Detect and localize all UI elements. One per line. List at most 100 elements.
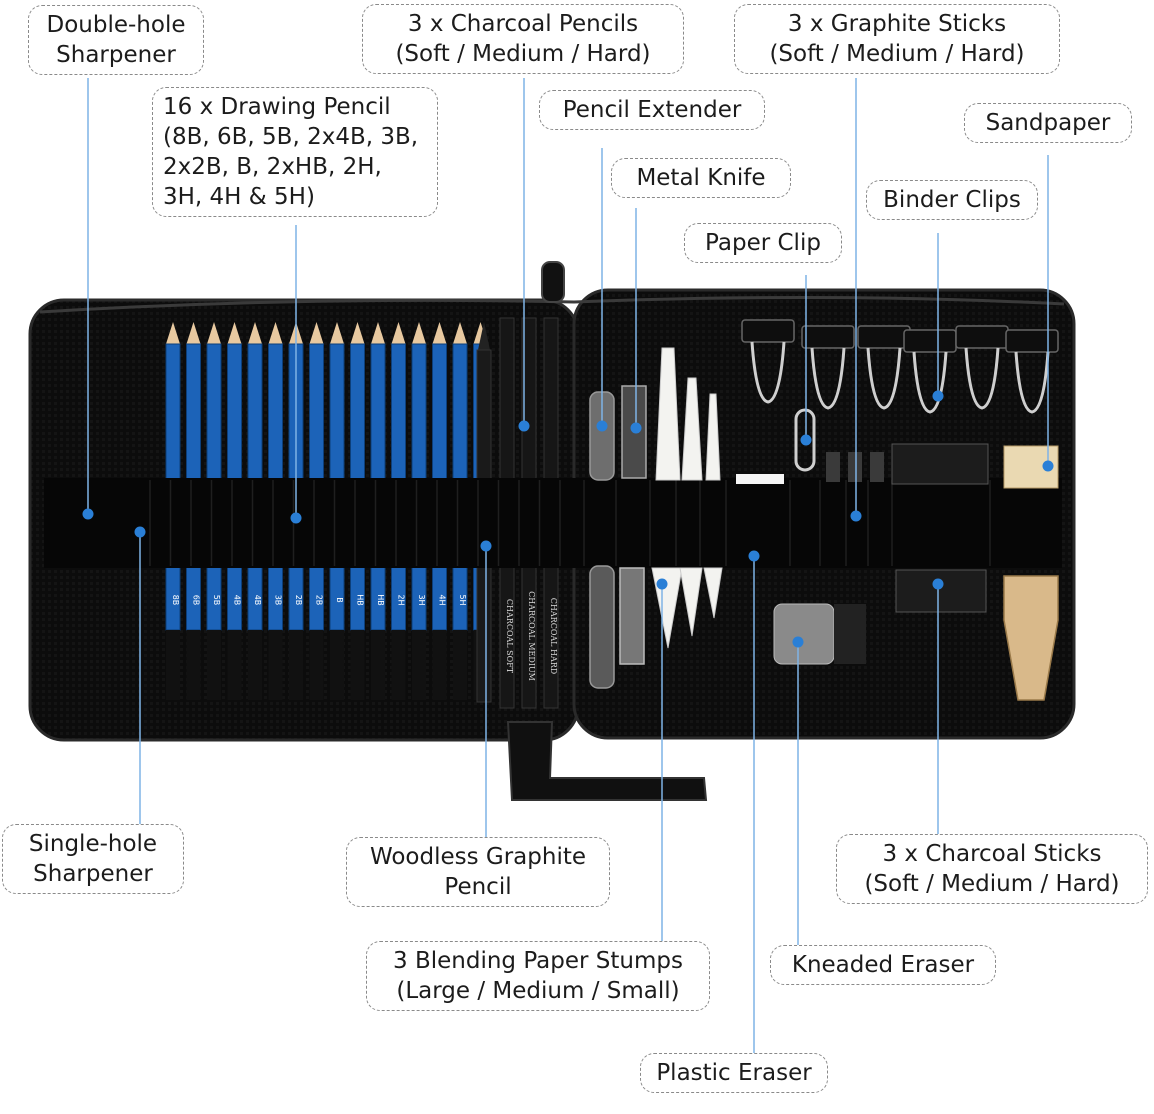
label-line: 3 x Charcoal Pencils bbox=[407, 11, 639, 37]
woodless-pencil-tip bbox=[478, 322, 490, 350]
pencil-tip bbox=[309, 322, 324, 344]
stump-large bbox=[655, 347, 681, 481]
pencil-grade-label: 2B bbox=[294, 595, 303, 606]
label-kneaded-eraser: Kneaded Eraser bbox=[770, 945, 996, 985]
pencil-end bbox=[412, 630, 426, 700]
pencil-end bbox=[371, 630, 385, 700]
label-line: (Soft / Medium / Hard) bbox=[769, 41, 1025, 67]
graphite-stick-soft bbox=[826, 452, 840, 482]
pencil-end bbox=[289, 630, 303, 700]
label-line: Pencil Extender bbox=[562, 97, 742, 123]
pencil-extender bbox=[589, 391, 615, 689]
label-line: 16 x Drawing Pencil bbox=[163, 94, 391, 120]
stump-small bbox=[705, 393, 721, 481]
binder-clip-wire bbox=[964, 347, 1000, 410]
kneaded-eraser-body bbox=[773, 603, 835, 665]
marker-dot bbox=[932, 390, 944, 402]
binder-clip-wire bbox=[912, 351, 948, 414]
label-graphite-sticks: 3 x Graphite Sticks (Soft / Medium / Har… bbox=[734, 4, 1060, 74]
paper-clip bbox=[794, 408, 816, 472]
pencil-body-top bbox=[432, 343, 447, 481]
label-line: Metal Knife bbox=[636, 165, 766, 191]
label-line: Kneaded Eraser bbox=[791, 952, 975, 978]
label-line: Plastic Eraser bbox=[656, 1060, 812, 1086]
pencil-grade-label: 4H bbox=[438, 594, 447, 605]
case-handle bbox=[506, 721, 708, 801]
label-binder-clips: Binder Clips bbox=[866, 180, 1038, 220]
kneaded-eraser-case bbox=[834, 604, 866, 664]
label-line: (8B, 6B, 5B, 2x4B, 3B, bbox=[163, 124, 419, 150]
binder-clip-body bbox=[903, 329, 957, 353]
marker-dot bbox=[518, 420, 530, 432]
marker-dot bbox=[748, 550, 760, 562]
pencil-tip bbox=[371, 322, 385, 344]
graphite-stick-hard bbox=[870, 452, 884, 482]
label-line: 3 Blending Paper Stumps bbox=[393, 948, 683, 974]
knife-bottom bbox=[619, 567, 645, 665]
pencil-body-top bbox=[206, 343, 222, 481]
marker-dot bbox=[596, 420, 608, 432]
label-line: Pencil bbox=[444, 874, 512, 900]
binder-clip-body bbox=[741, 319, 795, 343]
binder-clip-wire bbox=[866, 347, 902, 410]
pencil-tip bbox=[432, 322, 447, 344]
pencil-body-top bbox=[350, 343, 365, 481]
label-pencil-extender: Pencil Extender bbox=[539, 90, 765, 130]
pencil-tip bbox=[330, 322, 344, 344]
sandpaper-paddle bbox=[1003, 575, 1059, 701]
kneaded-eraser bbox=[773, 603, 866, 665]
pencil-body-top bbox=[329, 343, 345, 481]
pencil-end bbox=[166, 630, 180, 700]
binder-clips bbox=[741, 319, 1059, 414]
marker-dot bbox=[656, 578, 668, 590]
stump-medium-bottom bbox=[679, 567, 703, 637]
binder-clip-body bbox=[857, 325, 911, 349]
pencil-grade-label: 5H bbox=[458, 594, 467, 605]
pencil-grade-label: HB bbox=[356, 594, 365, 606]
pencil-body-top bbox=[268, 343, 283, 481]
pencil-end bbox=[330, 630, 344, 700]
case-zipper bbox=[39, 295, 1065, 314]
pencil-tip bbox=[227, 322, 242, 344]
marker-dot bbox=[850, 510, 862, 522]
pencil-end bbox=[432, 630, 447, 700]
zipper-pull bbox=[541, 261, 565, 303]
label-line: Binder Clips bbox=[883, 187, 1021, 213]
pencil-body-top bbox=[165, 343, 181, 481]
pencil-grade-label: 5B bbox=[212, 595, 221, 606]
charcoal-pencil-label: CHARCOAL SOFT bbox=[505, 599, 514, 674]
pencil-tip bbox=[412, 322, 426, 344]
plastic-eraser bbox=[736, 474, 784, 484]
label-line: 3H, 4H & 5H) bbox=[163, 184, 315, 210]
extender-bottom bbox=[589, 565, 615, 689]
pencil-body-top bbox=[247, 343, 263, 481]
pencil-grade-label: 2B bbox=[315, 595, 324, 606]
label-woodless-graphite-pencil: Woodless Graphite Pencil bbox=[346, 837, 610, 907]
pencil-end bbox=[268, 630, 283, 700]
graphite-sticks bbox=[826, 452, 884, 482]
label-line: Woodless Graphite bbox=[369, 844, 587, 870]
pencil-grade-label: B bbox=[335, 597, 344, 603]
pencil-grade-label: 4B bbox=[253, 595, 262, 606]
binder-clip-body bbox=[1005, 329, 1059, 353]
strap-seams bbox=[149, 480, 991, 566]
marker-dot bbox=[134, 526, 146, 538]
charcoal-sticks bbox=[891, 443, 989, 613]
marker-dot bbox=[290, 512, 302, 524]
label-line: Double-hole bbox=[46, 12, 186, 38]
pencil-body-top bbox=[391, 343, 406, 481]
label-line: (Soft / Medium / Hard) bbox=[864, 871, 1120, 897]
pencil-body-top bbox=[452, 343, 468, 481]
marker-dot bbox=[480, 540, 492, 552]
pencil-end bbox=[309, 630, 324, 700]
pencil-tip bbox=[186, 322, 201, 344]
pencil-body-top bbox=[186, 343, 201, 481]
label-line: Sharpener bbox=[56, 42, 176, 68]
label-line: (Soft / Medium / Hard) bbox=[395, 41, 651, 67]
label-charcoal-sticks: 3 x Charcoal Sticks (Soft / Medium / Har… bbox=[836, 834, 1148, 904]
label-single-hole-sharpener: Single-hole Sharpener bbox=[2, 824, 184, 894]
binder-clip-wire bbox=[750, 341, 786, 404]
pencil-grade-label: 8B bbox=[171, 595, 180, 606]
pencil-tip bbox=[391, 322, 406, 344]
label-blending-stumps: 3 Blending Paper Stumps (Large / Medium … bbox=[366, 941, 710, 1011]
